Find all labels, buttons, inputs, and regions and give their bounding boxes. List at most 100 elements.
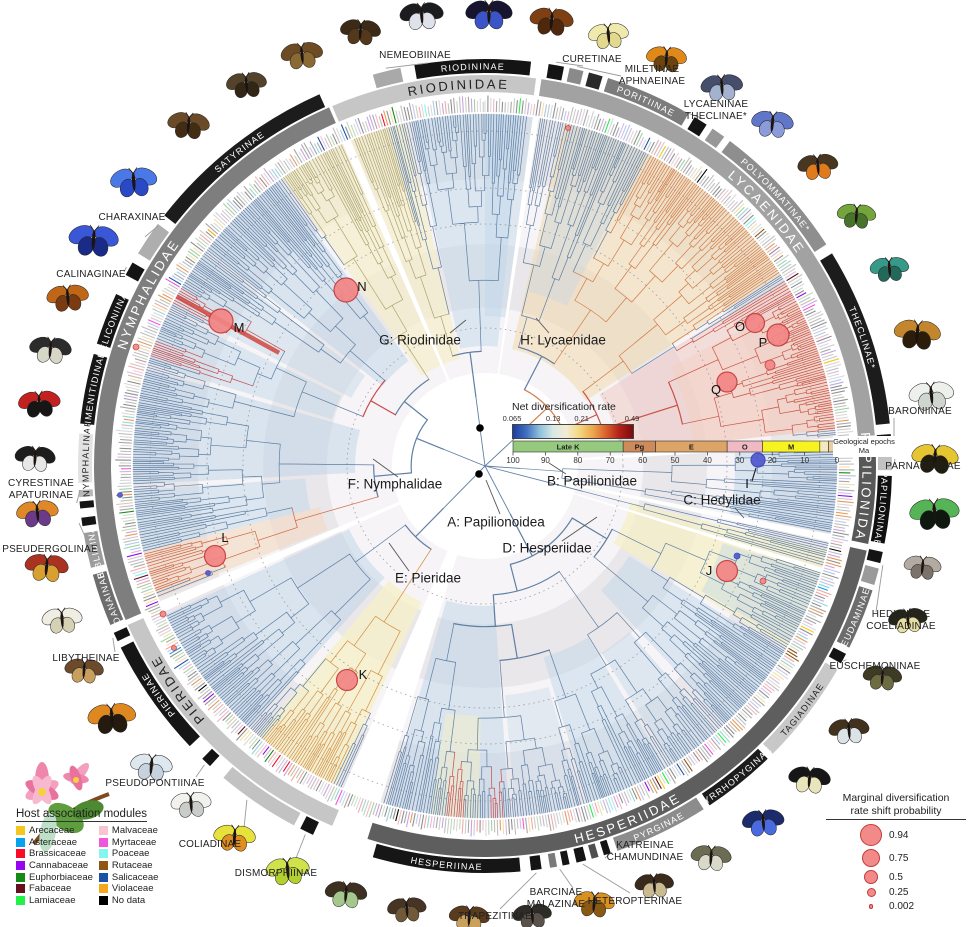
family-gap-spokes bbox=[108, 61, 893, 856]
rate-shift-circle-L bbox=[203, 544, 227, 568]
butterfly-image bbox=[387, 897, 427, 923]
minor-shift-dot bbox=[132, 343, 140, 351]
subfamily-ring-segment-miletinae bbox=[566, 67, 584, 85]
svg-text:Pg: Pg bbox=[635, 443, 645, 452]
butterfly-image bbox=[908, 381, 954, 411]
rate-shift-circle-K bbox=[335, 668, 359, 692]
butterfly-image bbox=[448, 905, 490, 927]
butterfly-image bbox=[903, 555, 942, 580]
subfamily-ring-segment-heteropterinae bbox=[573, 846, 587, 863]
butterfly-image bbox=[340, 19, 381, 46]
shift-probability-row: 0.94 bbox=[860, 824, 966, 847]
subfamily-ring-segment-lycaeninae bbox=[687, 117, 707, 137]
host-label: Asteraceae bbox=[29, 836, 78, 848]
subfamily-ring-segment-theclinae-a bbox=[704, 128, 725, 149]
butterfly-image bbox=[529, 7, 574, 36]
svg-text:RIODINIDAE: RIODINIDAE bbox=[406, 76, 509, 99]
host-label: No data bbox=[111, 894, 146, 906]
family-ring-segment bbox=[538, 79, 875, 437]
svg-text:100: 100 bbox=[506, 456, 520, 465]
butterfly-image bbox=[14, 445, 56, 472]
butterfly-image bbox=[690, 845, 732, 871]
butterfly-image bbox=[64, 658, 104, 684]
subfamily-ring-segment-trapezitinae bbox=[529, 855, 542, 871]
host-legend-item: Malvaceae bbox=[98, 825, 158, 837]
butterfly-image bbox=[265, 857, 310, 886]
shift-probability-circle bbox=[862, 849, 880, 868]
svg-text:50: 50 bbox=[671, 456, 680, 465]
shift-probability-value: 0.002 bbox=[889, 901, 915, 913]
flower-blossom-large bbox=[25, 762, 59, 805]
rate-shift-letter-P: P bbox=[759, 335, 768, 350]
butterfly-image bbox=[862, 665, 902, 691]
family-ring-segment bbox=[127, 618, 339, 826]
subfamily-ring-segment-satyrinae bbox=[164, 94, 326, 225]
shift-probability-value: 0.25 bbox=[889, 887, 909, 899]
shift-probability-title-line2: rate shift probability bbox=[826, 805, 966, 821]
rate-shift-letter-J: J bbox=[706, 563, 713, 578]
host-color-swatch bbox=[98, 861, 108, 871]
host-legend-item: Asteraceae bbox=[16, 837, 93, 849]
butterfly-image bbox=[869, 256, 909, 282]
butterfly-image bbox=[110, 167, 158, 198]
butterfly-image bbox=[836, 203, 877, 229]
svg-text:80: 80 bbox=[573, 456, 582, 465]
butterfly-image bbox=[24, 553, 69, 582]
host-label: Cannabaceae bbox=[29, 860, 89, 872]
butterfly-image bbox=[788, 766, 831, 794]
subfamily-ring-segment-tagiadinae bbox=[762, 662, 838, 754]
butterfly-image bbox=[46, 284, 89, 312]
host-color-swatch bbox=[16, 849, 25, 859]
shift-probability-legend: Marginal diversification rate shift prob… bbox=[826, 792, 966, 915]
rate-shift-letter-N: N bbox=[357, 279, 366, 294]
shift-probability-circle bbox=[864, 870, 878, 885]
butterfly-image bbox=[646, 46, 687, 73]
host-label: Violaceae bbox=[111, 883, 154, 895]
host-legend-item: Brassicaceae bbox=[16, 848, 93, 860]
subfamily-ring-segment-papilioninae bbox=[870, 475, 892, 544]
butterfly-image bbox=[170, 791, 212, 818]
svg-text:E: E bbox=[689, 443, 694, 452]
subfamily-ring-segment-hesperiinae bbox=[372, 843, 521, 873]
svg-text:10: 10 bbox=[800, 456, 809, 465]
rate-shift-letter-O: O bbox=[735, 319, 745, 334]
shift-probability-row: 0.5 bbox=[860, 870, 966, 885]
shift-probability-circle bbox=[866, 888, 876, 898]
host-legend-item: Myrtaceae bbox=[98, 837, 158, 849]
minor-shift-dot bbox=[733, 552, 741, 560]
rate-shift-circle-M bbox=[208, 308, 234, 334]
host-color-swatch bbox=[98, 849, 108, 859]
family-ring-segment bbox=[851, 442, 876, 544]
svg-text:O: O bbox=[742, 443, 748, 452]
host-legend-item: Poaceae bbox=[98, 848, 158, 860]
butterfly-image bbox=[909, 498, 960, 530]
family-ring-segment bbox=[94, 107, 336, 621]
host-color-swatch bbox=[16, 884, 25, 894]
butterfly-image bbox=[226, 71, 267, 99]
butterfly-image bbox=[700, 74, 743, 101]
svg-text:0: 0 bbox=[835, 456, 840, 465]
butterfly-image bbox=[751, 110, 794, 138]
ma-unit-label: Ma bbox=[858, 446, 870, 456]
subfamily-ring-segment-aphnaeinae bbox=[585, 72, 603, 90]
svg-text:70: 70 bbox=[606, 456, 615, 465]
butterfly-image bbox=[324, 881, 368, 909]
host-legend-item: Arecaceae bbox=[16, 825, 93, 837]
host-label: Fabaceae bbox=[29, 883, 72, 895]
minor-shift-dot bbox=[159, 610, 167, 618]
subfamily-ring-segment-biblidinae bbox=[83, 530, 105, 568]
butterfly-image bbox=[213, 824, 256, 852]
host-legend-item: Lamiaceae bbox=[16, 895, 93, 907]
subfamily-ring-segment-coeliadinae bbox=[860, 565, 879, 585]
subfamily-ring-segment-pyrginae bbox=[612, 797, 704, 851]
butterfly-image bbox=[41, 607, 83, 634]
svg-text:20: 20 bbox=[768, 456, 777, 465]
shift-probability-title-line1: Marginal diversification bbox=[842, 792, 950, 804]
rate-scale-tick: 0.21 bbox=[574, 414, 589, 423]
subfamily-ring-segment-polyommatinae bbox=[721, 140, 827, 252]
subfamily-ring-segment-malazinae bbox=[547, 852, 558, 868]
host-color-swatch bbox=[98, 884, 108, 894]
subfamily-ring-segment-pierinae bbox=[120, 641, 200, 747]
